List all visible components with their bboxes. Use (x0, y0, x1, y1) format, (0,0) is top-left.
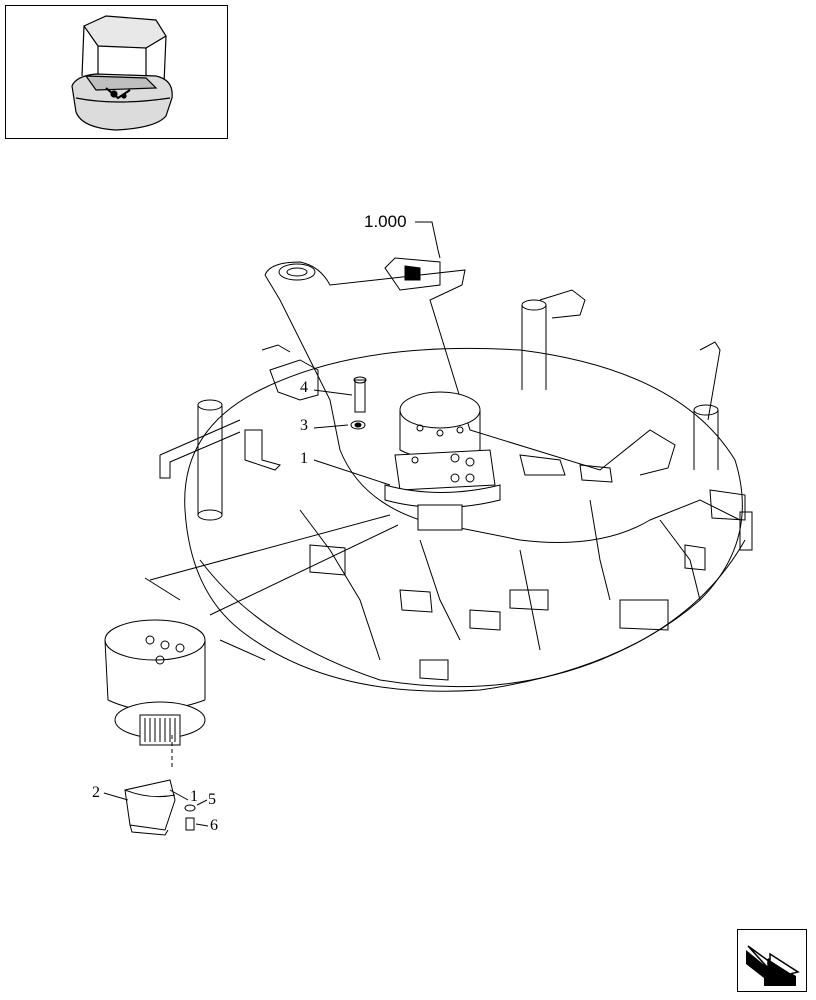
machine-overview-icon (71, 15, 173, 131)
leader-5 (196, 799, 208, 806)
callout-2[interactable]: 2 (92, 784, 100, 801)
callout-4[interactable]: 4 (300, 379, 308, 396)
leader-6 (195, 823, 209, 827)
leader-1b (169, 789, 189, 801)
callout-6[interactable]: 6 (210, 817, 218, 834)
next-page-arrow-icon (746, 945, 800, 986)
reference-leader-line (415, 221, 441, 259)
frame-platform-outline (184, 347, 743, 692)
leader-4 (313, 389, 353, 396)
machine-overview-thumbnail[interactable] (5, 5, 228, 139)
callout-5[interactable]: 5 (208, 791, 216, 808)
leader-1a (313, 459, 391, 486)
leader-3 (313, 424, 349, 429)
callout-3[interactable]: 3 (300, 417, 308, 434)
callout-1-lower[interactable]: 1 (190, 788, 198, 805)
callout-1-upper[interactable]: 1 (300, 450, 308, 467)
next-page-button[interactable] (737, 929, 807, 992)
reference-label[interactable]: 1.000 (364, 212, 407, 231)
leader-2 (103, 792, 129, 801)
